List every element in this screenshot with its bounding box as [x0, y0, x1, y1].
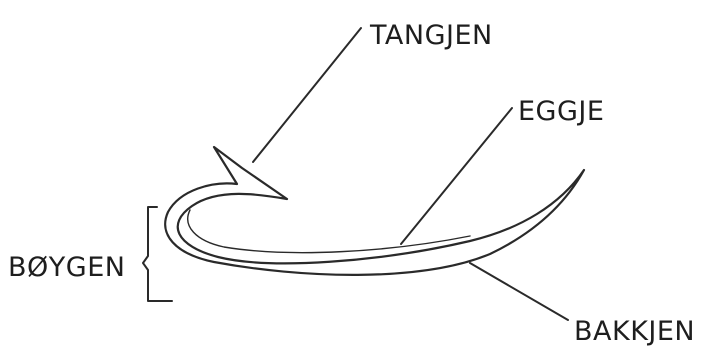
label-back: BAKKJEN [574, 316, 695, 347]
label-point: TANGJEN [369, 20, 493, 51]
hook-illustration [164, 145, 586, 276]
bend-bracket [142, 206, 173, 302]
leader-line-edge [400, 107, 513, 245]
label-bend: BØYGEN [8, 252, 125, 283]
hook-outline [164, 145, 586, 276]
label-edge: EGGJE [518, 96, 604, 127]
leader-line-point [252, 27, 362, 163]
leader-line-back [469, 262, 569, 321]
hook-inner-line [187, 209, 471, 254]
